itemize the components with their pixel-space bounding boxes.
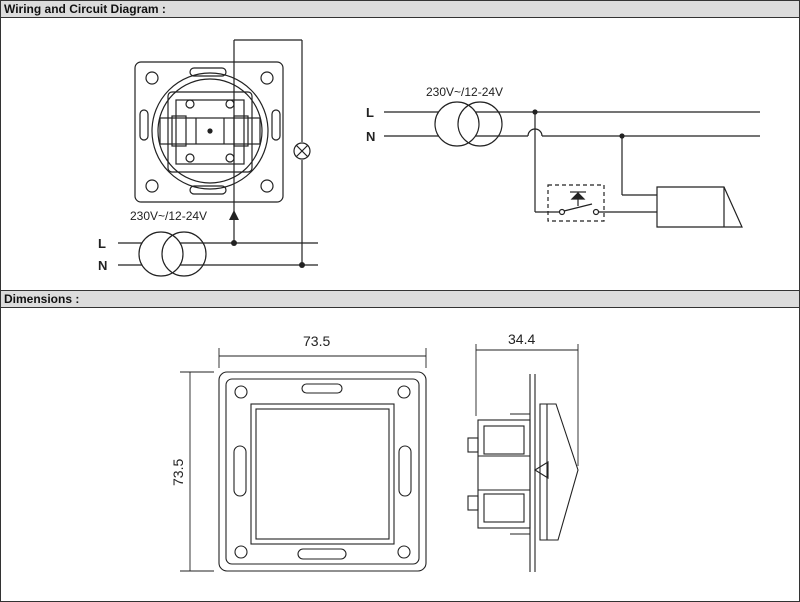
junction-dot bbox=[532, 109, 538, 115]
width-label: 73.5 bbox=[303, 333, 330, 349]
switch-symbol-icon bbox=[547, 184, 605, 222]
dimensions-section-title: Dimensions : bbox=[4, 292, 80, 306]
junction-dot bbox=[231, 240, 237, 246]
depth-dimension bbox=[475, 344, 579, 466]
depth-label: 34.4 bbox=[508, 331, 535, 347]
side-mechanism-body bbox=[477, 419, 531, 529]
left-transformer-icon bbox=[138, 231, 207, 277]
arrow-up-icon bbox=[229, 210, 239, 220]
side-rocker-profile bbox=[539, 403, 579, 541]
dimensions-section-header: Dimensions : bbox=[0, 290, 800, 308]
right-transformer-icon bbox=[434, 101, 503, 147]
terminal-block bbox=[159, 117, 261, 145]
junction-dot bbox=[299, 262, 305, 268]
front-rocker-face bbox=[250, 403, 395, 545]
mechanism-ring bbox=[151, 72, 269, 190]
width-dimension bbox=[218, 348, 427, 368]
height-label: 73.5 bbox=[170, 459, 186, 486]
right-voltage-label: 230V~/12-24V bbox=[426, 85, 503, 99]
side-view bbox=[467, 374, 579, 572]
front-plate-outline bbox=[218, 371, 427, 572]
junction-dot bbox=[619, 133, 625, 139]
right-line-label: L bbox=[366, 105, 374, 120]
switch-module-wiring bbox=[134, 61, 284, 203]
left-voltage-label: 230V~/12-24V bbox=[130, 209, 207, 223]
right-neutral-label: N bbox=[366, 129, 375, 144]
wiring-section-title: Wiring and Circuit Diagram : bbox=[4, 2, 166, 16]
front-view bbox=[218, 371, 427, 572]
height-dimension bbox=[180, 371, 214, 572]
mounting-plate bbox=[134, 61, 284, 203]
left-neutral-label: N bbox=[98, 258, 107, 273]
left-line-label: L bbox=[98, 236, 106, 251]
lamp-icon bbox=[293, 142, 311, 160]
load-driver-icon bbox=[656, 186, 743, 228]
